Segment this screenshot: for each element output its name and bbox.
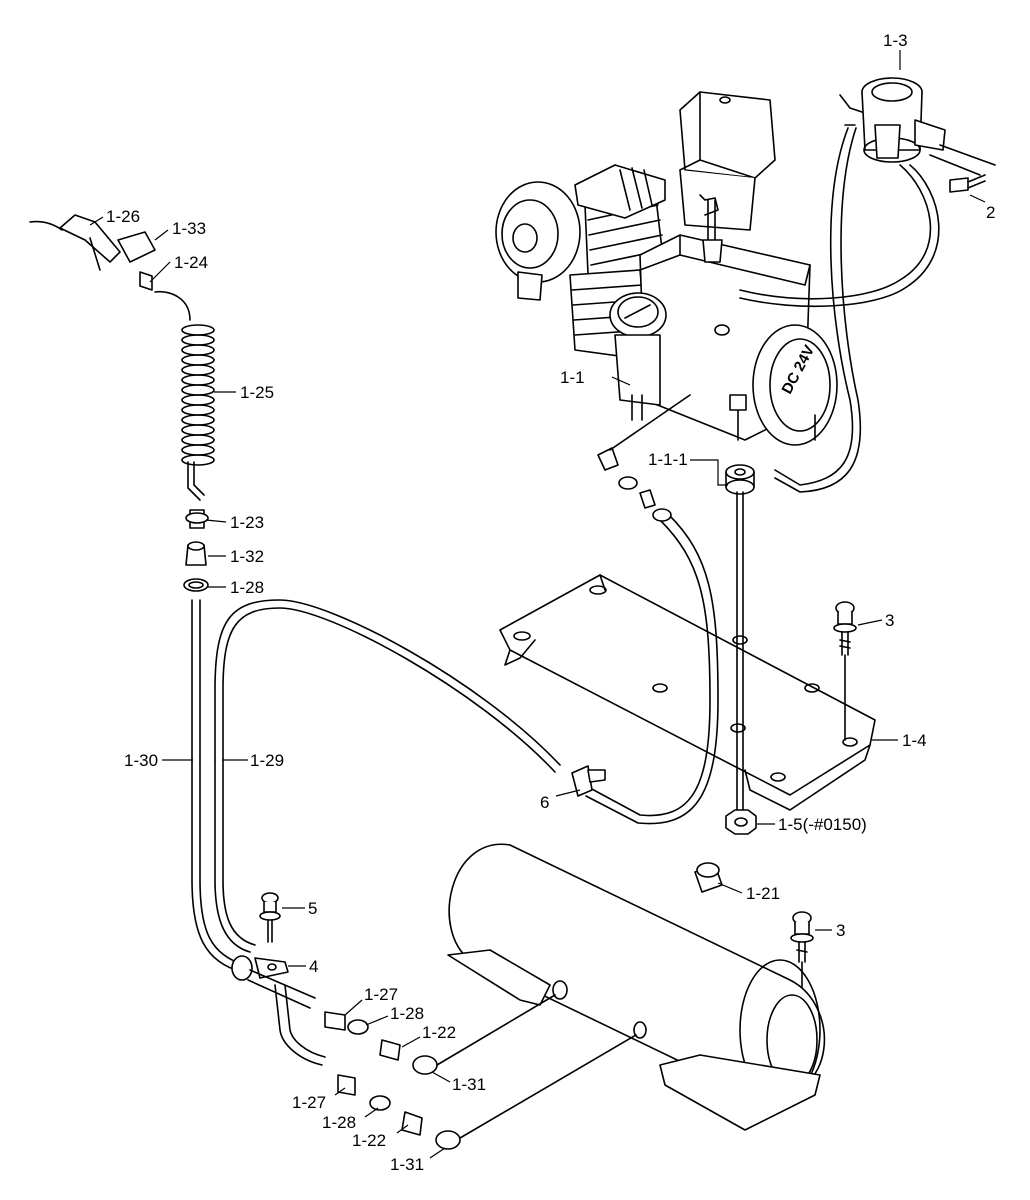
- label-1-25: 1-25: [240, 383, 274, 402]
- label-1-28-b: 1-28: [322, 1113, 356, 1132]
- label-1-22-a: 1-22: [422, 1023, 456, 1042]
- label-1-28-top: 1-28: [230, 578, 264, 597]
- label-4: 4: [309, 957, 318, 976]
- label-3-tank: 3: [836, 921, 845, 940]
- hose-coils: [181, 324, 215, 466]
- compressor-unit: DC 24V: [495, 91, 838, 446]
- bolt-top: [833, 601, 857, 741]
- tank-fittings: [324, 394, 691, 1150]
- bolt-bracket: [259, 892, 281, 943]
- label-1-32: 1-32: [230, 547, 264, 566]
- label-1-26: 1-26: [106, 207, 140, 226]
- label-6: 6: [540, 793, 549, 812]
- label-1-3: 1-3: [883, 31, 908, 50]
- part-labels: 1-3 2 1-26 1-33 1-24 1-25 1-1 1-1-1 1-23…: [106, 31, 995, 1174]
- label-1-31-a: 1-31: [452, 1075, 486, 1094]
- label-1-27-a: 1-27: [364, 985, 398, 1004]
- label-2: 2: [986, 203, 995, 222]
- label-3-top: 3: [885, 611, 894, 630]
- label-1-24: 1-24: [174, 253, 208, 272]
- label-1-5: 1-5(-#0150): [778, 815, 867, 834]
- label-1-21: 1-21: [746, 884, 780, 903]
- label-1-33: 1-33: [172, 219, 206, 238]
- label-1-30: 1-30: [124, 751, 158, 770]
- label-1-1: 1-1: [560, 368, 585, 387]
- label-1-23: 1-23: [230, 513, 264, 532]
- label-1-4: 1-4: [902, 731, 927, 750]
- label-1-28-a: 1-28: [390, 1004, 424, 1023]
- unloader-valve: [739, 77, 996, 493]
- label-1-1-1: 1-1-1: [648, 450, 688, 469]
- label-1-22-b: 1-22: [352, 1131, 386, 1150]
- label-5: 5: [308, 899, 317, 918]
- label-1-31-b: 1-31: [390, 1155, 424, 1174]
- hose-routing: [191, 513, 719, 1066]
- label-1-27-b: 1-27: [292, 1093, 326, 1112]
- coiled-hose-assembly: [29, 214, 215, 592]
- air-tank: [447, 843, 826, 1131]
- leader-lines: [89, 50, 986, 1159]
- spacer-and-nut: [725, 464, 757, 835]
- base-plate: [499, 574, 876, 811]
- label-1-29: 1-29: [250, 751, 284, 770]
